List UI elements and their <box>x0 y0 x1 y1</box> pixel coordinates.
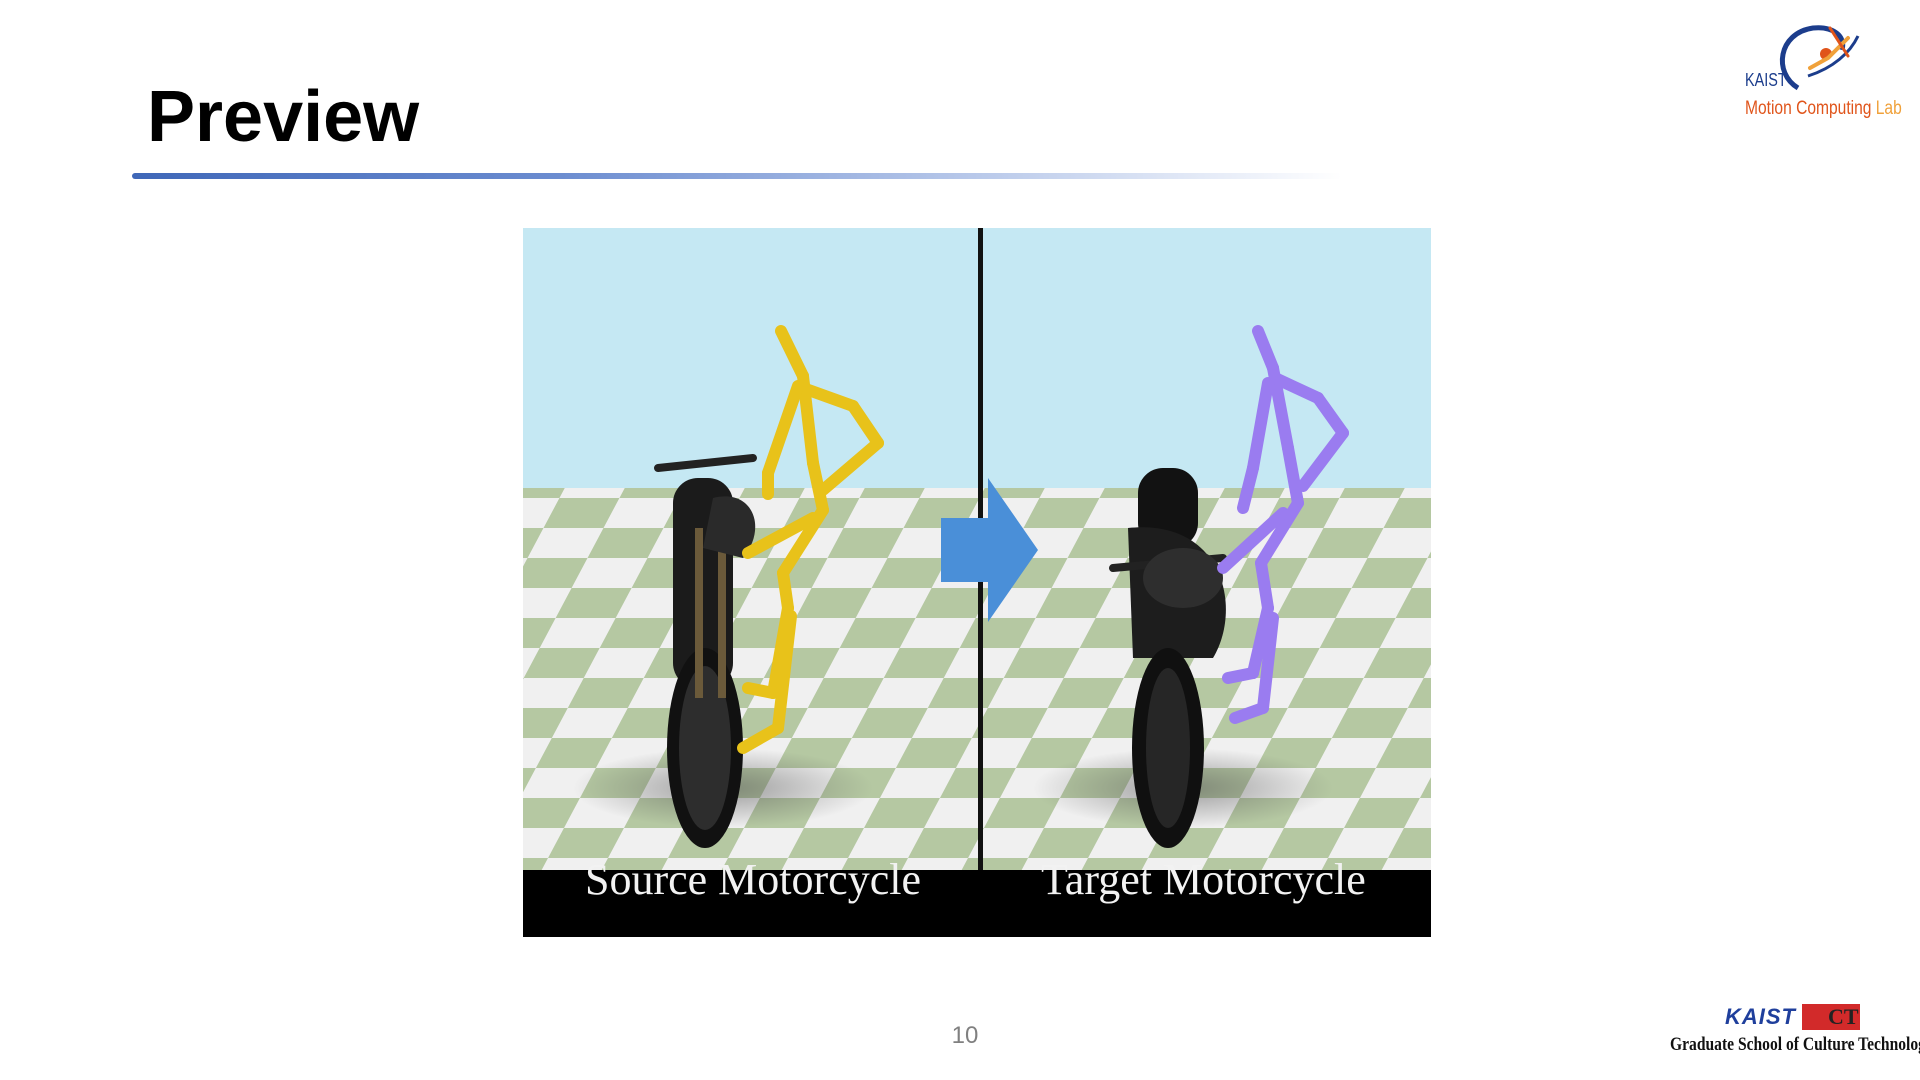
school-logo-name: Graduate School of Culture Technology <box>1670 1034 1920 1055</box>
page-number: 10 <box>951 1022 979 1049</box>
motorcycle-figure-image <box>523 228 1431 937</box>
target-skeleton <box>1217 325 1349 724</box>
target-panel <box>983 228 1431 870</box>
lab-logo-name-main: Motion Computing <box>1745 98 1876 119</box>
school-logo-kaist: KAIST <box>1725 1004 1796 1029</box>
lab-logo-name-suffix: Lab <box>1875 98 1902 119</box>
lab-logo-kaist: KAIST <box>1745 70 1787 90</box>
lab-logo-name: Motion Computing Lab <box>1745 98 1902 120</box>
motorcycle-figure: Source Motorcycle Target Motorcycle <box>523 228 1431 937</box>
school-logo-ct: CT <box>1828 1004 1859 1029</box>
arrow-right-icon <box>941 478 1038 622</box>
title-underline <box>132 173 1342 179</box>
source-caption: Source Motorcycle <box>585 855 921 904</box>
slide-title: Preview <box>147 77 420 157</box>
target-caption: Target Motorcycle <box>1041 855 1366 904</box>
source-skeleton <box>737 325 884 754</box>
source-motorcycle <box>654 454 757 848</box>
orbit-figure-icon <box>1780 25 1860 91</box>
source-panel <box>523 228 981 870</box>
target-motorcycle <box>1109 468 1227 848</box>
school-logo-mark <box>1802 1004 1860 1030</box>
